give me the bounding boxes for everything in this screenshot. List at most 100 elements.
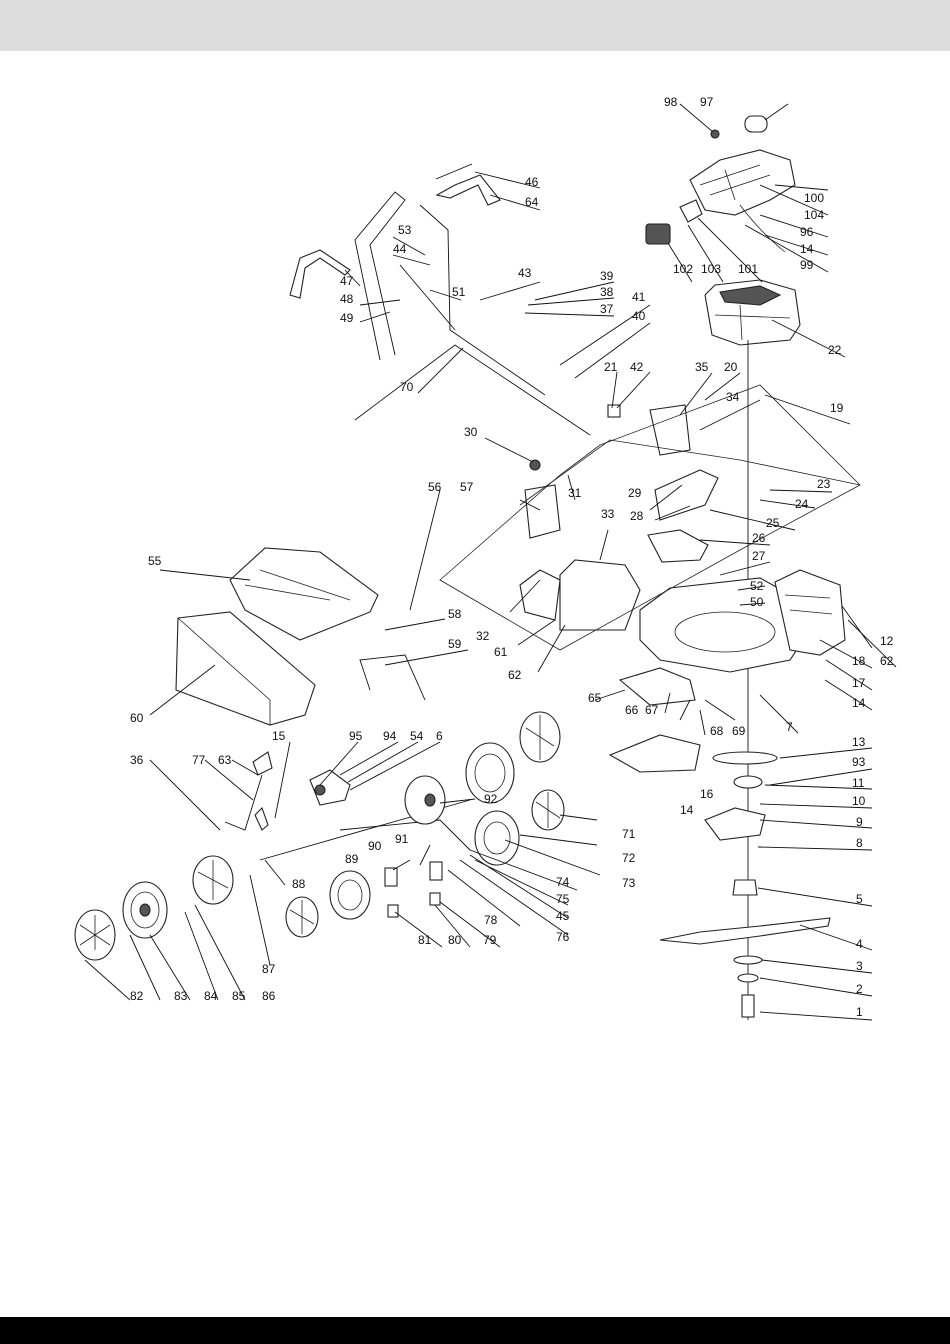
callout-39: 39	[600, 269, 614, 283]
callout-67: 67	[645, 703, 659, 717]
callout-92: 92	[484, 792, 498, 806]
callout-3: 3	[856, 959, 863, 973]
front-guard	[608, 667, 701, 773]
callout-103: 103	[701, 262, 721, 276]
side-discharge	[649, 404, 719, 521]
callout-68: 68	[710, 724, 724, 738]
callout-63: 63	[218, 753, 232, 767]
callout-16: 16	[700, 787, 714, 801]
callout-18: 18	[852, 654, 866, 668]
callout-70: 70	[400, 380, 414, 394]
callout-52: 52	[750, 579, 764, 593]
callout-101: 101	[738, 262, 758, 276]
callout-46: 46	[525, 175, 539, 189]
callout-56: 56	[428, 480, 442, 494]
grass-catcher	[175, 547, 379, 726]
callout-94: 94	[383, 729, 397, 743]
callout-62-left: 62	[508, 668, 522, 682]
callout-80: 80	[448, 933, 462, 947]
callout-36: 36	[130, 753, 144, 767]
callout-29: 29	[628, 486, 642, 500]
front-left-wheel	[329, 870, 371, 920]
callout-66: 66	[625, 703, 639, 717]
callout-14-top: 14	[800, 242, 814, 256]
callout-9: 9	[856, 815, 863, 829]
callout-88: 88	[292, 877, 306, 891]
rear-left-gear-disc	[192, 855, 234, 905]
callout-58: 58	[448, 607, 462, 621]
callout-71: 71	[622, 827, 636, 841]
callout-22: 22	[828, 343, 842, 357]
callout-2: 2	[856, 982, 863, 996]
callout-95: 95	[349, 729, 363, 743]
callout-20: 20	[724, 360, 738, 374]
callout-77: 77	[192, 753, 206, 767]
callout-44: 44	[393, 242, 407, 256]
rear-flap	[559, 529, 709, 631]
callout-13: 13	[852, 735, 866, 749]
callout-57: 57	[460, 480, 474, 494]
callout-83: 83	[174, 989, 188, 1003]
callout-23: 23	[817, 477, 831, 491]
callout-64: 64	[525, 195, 539, 209]
callout-43: 43	[518, 266, 532, 280]
mower-deck	[639, 569, 846, 673]
header-band	[0, 0, 950, 51]
callout-41: 41	[632, 290, 646, 304]
callout-78: 78	[484, 913, 498, 927]
rear-left-wheel	[122, 881, 168, 939]
callout-28: 28	[630, 509, 644, 523]
rear-left-hubcap	[74, 909, 116, 961]
callout-25: 25	[766, 516, 780, 530]
engine	[645, 199, 801, 346]
callout-60: 60	[130, 711, 144, 725]
callout-33: 33	[601, 507, 615, 521]
callout-12: 12	[880, 634, 894, 648]
callout-49: 49	[340, 311, 354, 325]
callout-45: 45	[556, 909, 570, 923]
callout-47: 47	[340, 274, 354, 288]
height-adjust-lever	[224, 751, 273, 831]
leader-lines	[84, 103, 897, 1021]
callout-69: 69	[732, 724, 746, 738]
callout-26: 26	[752, 531, 766, 545]
rear-right-wheel	[465, 742, 515, 804]
callout-75: 75	[556, 892, 570, 906]
callout-99: 99	[800, 258, 814, 272]
callout-100: 100	[804, 191, 824, 205]
callout-51: 51	[452, 285, 466, 299]
callout-102: 102	[673, 262, 693, 276]
callout-61: 61	[494, 645, 508, 659]
callout-40: 40	[632, 309, 646, 323]
callout-10: 10	[852, 794, 866, 808]
callout-86: 86	[262, 989, 276, 1003]
handle-assembly	[289, 163, 621, 539]
callout-38: 38	[600, 285, 614, 299]
rear-right-gear-disc	[404, 775, 446, 825]
callout-42: 42	[630, 360, 644, 374]
callout-54: 54	[410, 729, 424, 743]
callout-11: 11	[852, 776, 865, 790]
callout-84: 84	[204, 989, 218, 1003]
drive-gearbox	[309, 769, 351, 806]
callout-21: 21	[604, 360, 618, 374]
callout-17: 17	[852, 676, 866, 690]
callout-31: 31	[568, 486, 582, 500]
callout-65: 65	[588, 691, 602, 705]
callout-90: 90	[368, 839, 382, 853]
callout-93: 93	[852, 755, 866, 769]
callout-87: 87	[262, 962, 276, 976]
engine-cover	[689, 115, 796, 216]
callout-79: 79	[483, 933, 497, 947]
callout-96: 96	[800, 225, 814, 239]
callout-85: 85	[232, 989, 246, 1003]
callout-34: 34	[726, 390, 740, 404]
callout-4: 4	[856, 937, 863, 951]
callout-7: 7	[786, 720, 793, 734]
callout-14-deck: 14	[852, 696, 866, 710]
callout-72: 72	[622, 851, 636, 865]
callout-89: 89	[345, 852, 359, 866]
callout-48: 48	[340, 292, 354, 306]
exploded-parts-diagram: 1 2 3 4 5 8 9 10 11 93 13 7 14 17 18 62 …	[74, 95, 897, 1021]
callout-97: 97	[700, 95, 714, 109]
